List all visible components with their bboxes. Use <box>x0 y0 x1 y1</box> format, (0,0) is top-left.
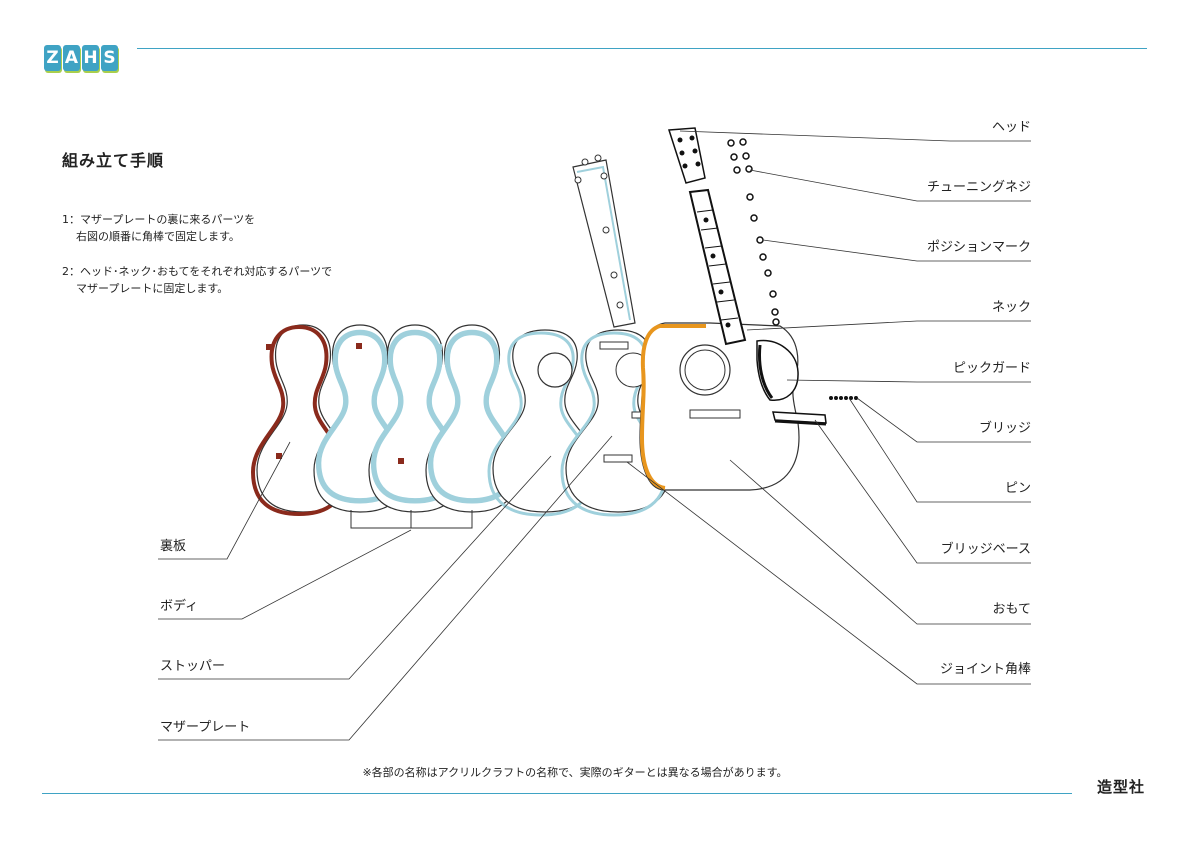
stopper-part <box>487 329 598 517</box>
instruction-step-1: 1：マザープレートの裏に来るパーツを 右図の順番に角棒で固定します。 <box>62 211 255 245</box>
body-layer-2 <box>368 324 462 513</box>
bridge-pins <box>829 396 858 400</box>
body-layer-3 <box>425 324 519 513</box>
label-bridge: ブリッジ <box>978 421 1031 436</box>
step1-line2: 右図の順番に角棒で固定します。 <box>76 230 240 243</box>
pickguard-part <box>756 339 799 401</box>
brand-logo: 造型社 <box>1097 778 1146 796</box>
step1-line1: 1：マザープレートの裏に来るパーツを <box>62 213 256 226</box>
logo-letter: H <box>82 45 99 71</box>
body-layer-1 <box>313 324 407 513</box>
label-position-mark: ポジションマーク <box>926 240 1031 255</box>
position-marks <box>746 193 780 326</box>
zahs-logo: Z A H S <box>44 45 118 71</box>
left-leader-lines <box>158 435 613 741</box>
tuning-pegs <box>727 138 753 174</box>
label-joint-rod: ジョイント角棒 <box>939 662 1031 677</box>
label-pin: ピン <box>1004 481 1031 496</box>
label-tuning-peg: チューニングネジ <box>926 180 1031 195</box>
right-leader-lines <box>626 130 1031 685</box>
label-pickguard: ピックガード <box>952 361 1031 376</box>
joint-rod-bracket <box>350 510 473 529</box>
label-mother-plate: マザープレート <box>160 720 251 735</box>
label-stopper: ストッパー <box>160 659 226 674</box>
label-bridge-base: ブリッジベース <box>940 542 1031 557</box>
instruction-step-2: 2：ヘッド･ネック･おもてをそれぞれ対応するパーツで マザープレートに固定します… <box>62 263 332 297</box>
logo-letter: Z <box>44 45 61 71</box>
head-part <box>667 127 706 184</box>
label-top: おもて <box>992 602 1031 617</box>
neck-part <box>688 188 747 346</box>
label-back-plate: 裏板 <box>160 539 187 554</box>
bridge-base-part <box>772 411 827 426</box>
logo-letter: S <box>101 45 118 71</box>
label-body: ボディ <box>160 599 199 614</box>
label-head: ヘッド <box>991 120 1031 135</box>
label-neck: ネック <box>991 300 1031 315</box>
step2-line2: マザープレートに固定します。 <box>76 282 229 295</box>
instructions-title: 組み立て手順 <box>62 151 165 170</box>
step2-line1: 2：ヘッド･ネック･おもてをそれぞれ対応するパーツで <box>62 265 333 278</box>
back-plate-part <box>251 324 350 516</box>
footer-rule <box>42 793 1072 794</box>
logo-letter: A <box>63 45 80 71</box>
footer-note: ※各部の名称はアクリルクラフトの名称で、実際のギターとは異なる場合があります。 <box>362 766 788 779</box>
header-rule <box>137 48 1147 49</box>
